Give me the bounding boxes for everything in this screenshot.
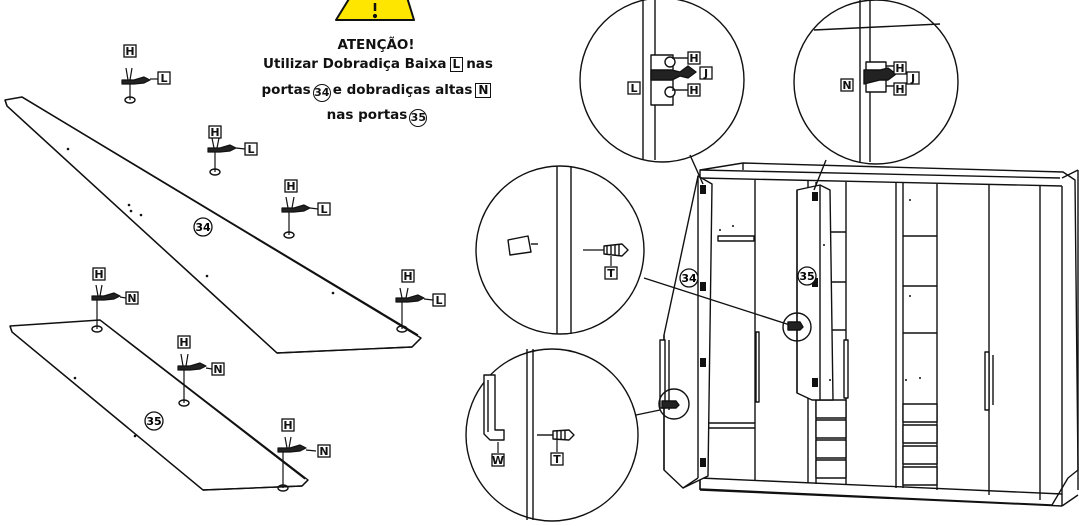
svg-text:34: 34 — [195, 221, 211, 234]
warning-title: ATENÇÃO! — [337, 37, 415, 53]
hinge-door34-4 — [395, 287, 434, 329]
hinge-door35-2 — [177, 353, 213, 403]
warning-line-1-tail: nas — [466, 56, 493, 72]
door-35-panel — [9, 319, 309, 492]
label-H: H — [94, 268, 103, 281]
door-number-34-wardrobe: 34 — [679, 268, 699, 288]
label-L: L — [247, 143, 254, 156]
label-H: H — [286, 180, 295, 193]
label-J: J — [703, 67, 708, 80]
detail-circle-handle-W — [465, 348, 639, 522]
door-number-34: 34 — [193, 217, 213, 237]
detail-circle-hinge-N — [793, 0, 959, 165]
label-H: H — [283, 419, 292, 432]
label-H: H — [125, 45, 134, 58]
label-W: W — [492, 454, 504, 467]
svg-text:34: 34 — [681, 272, 697, 285]
hinge-code-N-box: N — [475, 83, 492, 98]
label-T: T — [553, 453, 561, 466]
warning-line-2-mid: e dobradiças altas — [332, 82, 473, 98]
hinge-code-L-box: L — [449, 57, 464, 72]
svg-text:35: 35 — [146, 415, 161, 428]
label-J: J — [910, 72, 915, 85]
door-34-panel — [4, 96, 422, 354]
label-N: N — [213, 363, 222, 376]
label-L: L — [320, 203, 327, 216]
warning-line-3-text: nas portas — [326, 107, 408, 123]
warning-icon — [335, 0, 415, 21]
label-H: H — [895, 83, 904, 96]
hinge-door34-1 — [121, 67, 158, 100]
label-H: H — [895, 62, 904, 75]
wardrobe — [659, 162, 1079, 507]
hinge-door35-1 — [91, 284, 127, 329]
label-H: H — [403, 270, 412, 283]
door-35-circle: 35 — [409, 109, 428, 127]
label-L: L — [630, 82, 637, 95]
label-T: T — [607, 267, 615, 280]
door-34-circle: 34 — [312, 84, 331, 102]
hinge-door35-3 — [277, 436, 317, 488]
hinge-door34-2 — [207, 137, 246, 172]
detail-circle-hinge-L — [579, 0, 745, 163]
label-H: H — [179, 336, 188, 349]
svg-text:35: 35 — [799, 270, 814, 283]
label-N: N — [842, 79, 851, 92]
warning-line-1-text: Utilizar Dobradiça Baixa — [263, 56, 447, 72]
label-H: H — [210, 126, 219, 139]
label-L: L — [435, 294, 442, 307]
door-number-35: 35 — [144, 411, 164, 431]
label-N: N — [127, 292, 136, 305]
label-H: H — [689, 84, 698, 97]
label-L: L — [160, 72, 167, 85]
warning-line-2-text: portas — [261, 82, 311, 98]
detail-circle-screw-T — [475, 165, 645, 335]
label-H: H — [689, 52, 698, 65]
door-number-35-wardrobe: 35 — [797, 266, 817, 286]
hinge-door34-3 — [281, 196, 319, 235]
label-N: N — [319, 445, 328, 458]
